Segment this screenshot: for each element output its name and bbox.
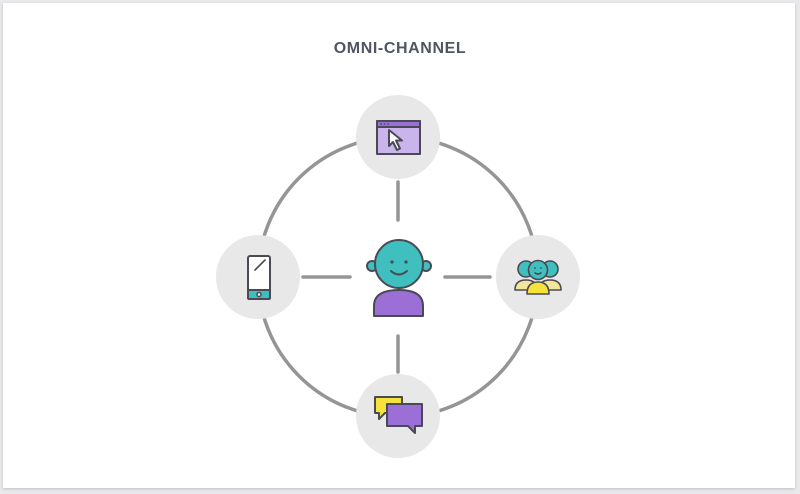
diagram-title: OMNI-CHANNEL — [333, 40, 467, 57]
customer-person-icon — [366, 239, 432, 317]
chat-bubbles-icon — [374, 396, 423, 434]
smartphone-icon — [247, 255, 271, 300]
browser-cursor-icon — [376, 120, 421, 155]
people-group-icon — [514, 259, 562, 295]
spokes — [301, 180, 492, 374]
